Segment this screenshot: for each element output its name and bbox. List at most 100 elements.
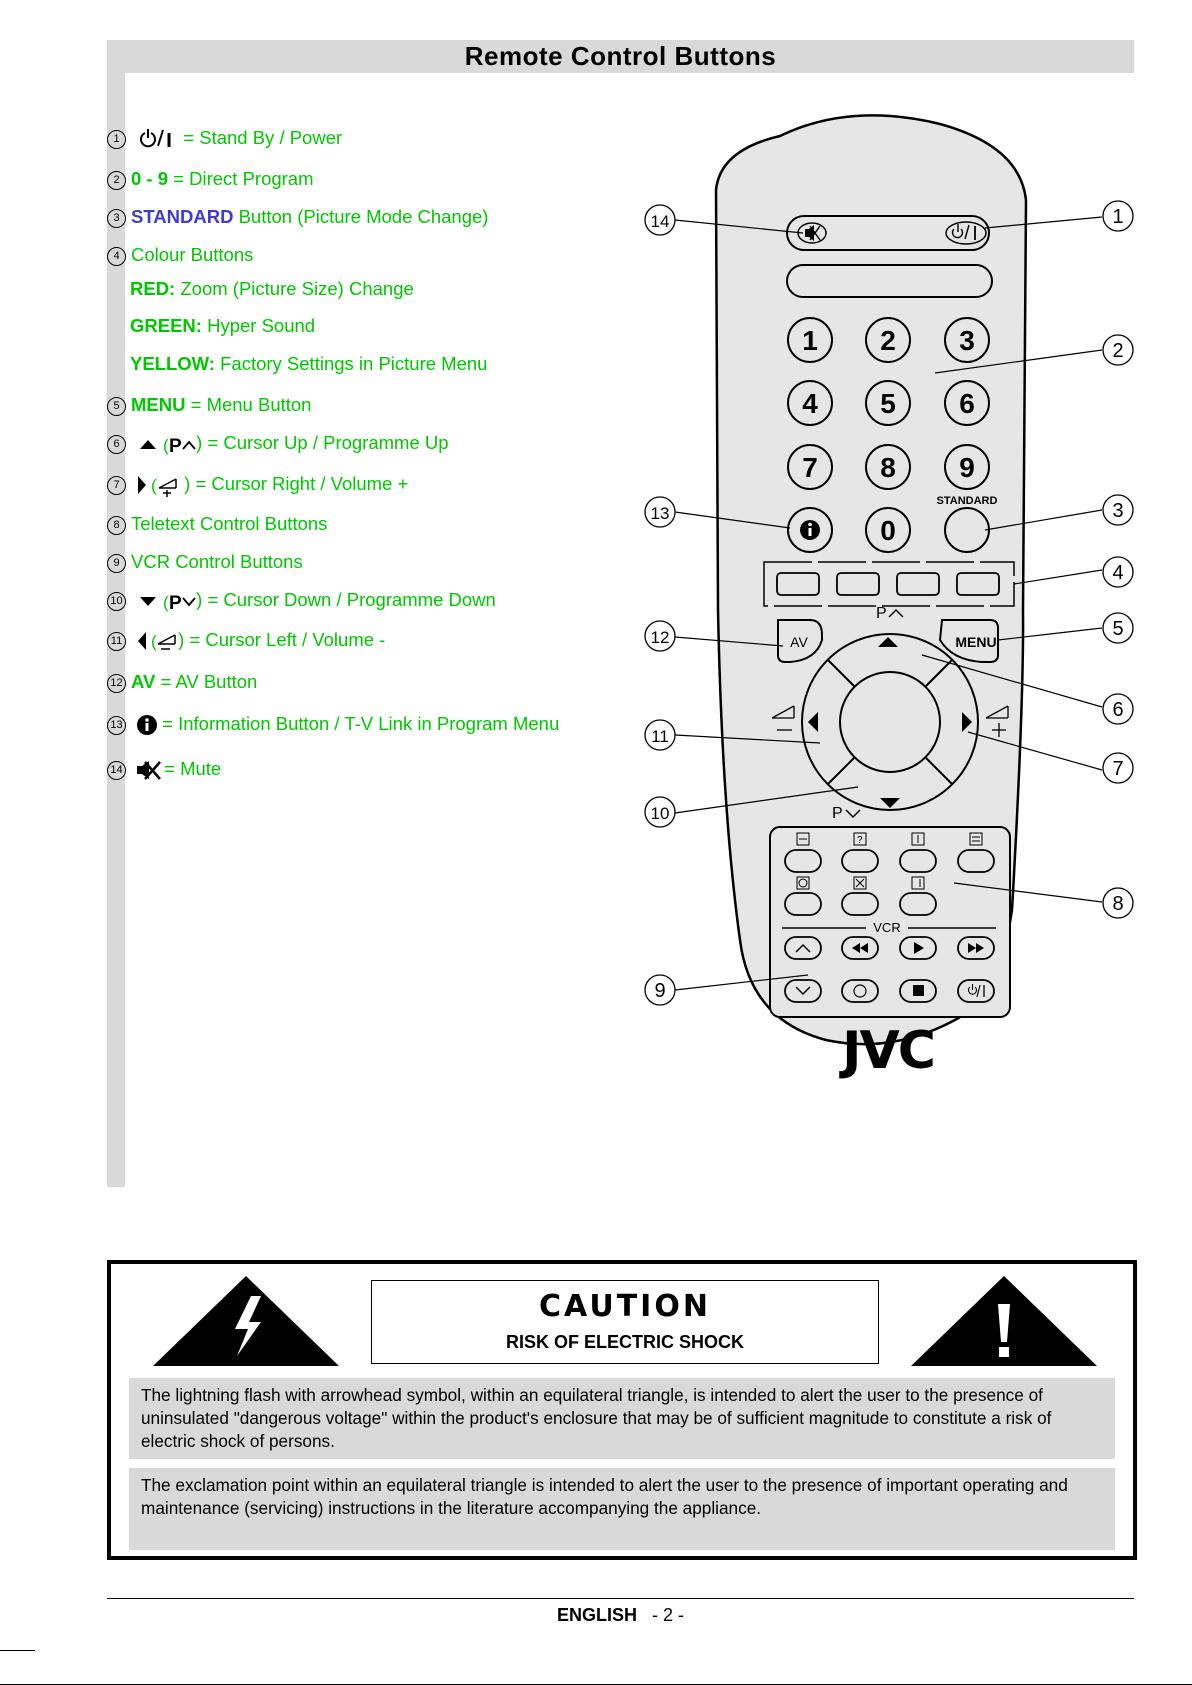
svg-text:(: ( [151,476,157,495]
teletext-buttons [784,849,995,916]
vcr-label: VCR [873,920,900,935]
digit-label: 4 [802,388,818,419]
callout-circle [1102,494,1134,526]
display-window [786,264,993,298]
av-button [777,619,823,663]
top-panel [786,215,990,251]
callout-circle [644,974,676,1006]
green-button [836,572,880,596]
colour-text: Hyper Sound [201,315,316,336]
callouts: 14 1 2 3 4 5 6 7 8 9 10 11 12 13 [644,200,1134,1006]
menu-button [938,619,999,663]
remote-illustration: 1 2 3 4 5 6 7 8 9 0 STANDARD AV MENU P [644,114,1134,1081]
list-item: 1 = Stand By / Power [107,126,342,150]
caution-paragraph-2: The exclamation point within an equilate… [129,1468,1115,1550]
digit-label: 5 [880,388,896,419]
digit-buttons: 1 2 3 4 5 6 7 8 9 0 [787,317,990,553]
item-text: = Stand By / Power [183,127,343,148]
item-text: ) = Cursor Down / Programme Down [196,589,496,610]
mute-icon [805,225,821,241]
up-arrow-icon [878,637,898,647]
callout-circle [644,204,676,236]
down-arrow-icon: ( P [140,593,196,612]
power-icon [140,129,171,148]
digit-button [865,507,911,553]
standard-label: STANDARD [937,495,998,507]
item-text: Teletext Control Buttons [131,513,328,534]
yellow-button [896,572,940,596]
colour-key: RED: [130,278,176,299]
item-number: 4 [107,246,126,266]
item-text: ) = Cursor Up / Programme Up [196,432,449,453]
digit-label: 8 [880,452,896,483]
item-text: ) = Cursor Left / Volume - [178,629,386,650]
right-arrow-icon [962,712,972,732]
footer-rule [107,1598,1134,1599]
item-number: 11 [107,631,126,651]
exclamation-warning-icon [911,1276,1097,1366]
p-down-label: P [832,805,843,822]
list-item: 6 ( P ) = Cursor Up / Programme Up [107,431,449,455]
digit-button [865,317,911,363]
callout-circle [1102,200,1134,232]
colour-text: Factory Settings in Picture Menu [214,353,488,374]
page-title: Remote Control Buttons [107,40,1134,73]
left-arrow-icon: ( [138,632,176,651]
callout-number: 9 [654,980,665,1002]
vcr-icons [795,942,985,998]
item-text: VCR Control Buttons [131,551,303,572]
callout-circle [1102,693,1134,725]
svg-text:?: ? [857,835,863,846]
callout-circle [644,620,676,652]
callout-number: 12 [651,628,670,647]
caution-paragraph-1: The lightning flash with arrowhead symbo… [129,1378,1115,1459]
caution-header: CAUTION RISK OF ELECTRIC SHOCK [371,1280,879,1364]
item-number: 10 [107,591,126,611]
digit-button [944,317,990,363]
info-icon [800,520,820,540]
leader-lines [674,216,1103,991]
callout-number: 7 [1112,758,1123,780]
teletext-icons: ? [796,832,983,890]
item-number: 12 [107,673,126,693]
item-number: 9 [107,553,126,573]
item-text: = Menu Button [185,394,312,415]
item-number: 5 [107,396,126,416]
down-arrow-icon [880,798,900,808]
colour-text: Zoom (Picture Size) Change [175,278,414,299]
info-icon [137,715,158,736]
list-item: 7 ( ) = Cursor Right / Volume + [107,472,408,498]
right-arrow-icon: ( [138,476,177,498]
page-number: - 2 - [652,1605,685,1625]
caution-subtitle: RISK OF ELECTRIC SHOCK [505,1332,744,1352]
brand-logo: JVC [839,1021,934,1081]
list-item: 13 = Information Button / T-V Link in Pr… [107,712,559,736]
digit-label: 0 [880,515,896,546]
callout-number: 6 [1112,699,1123,721]
svg-text:(: ( [163,593,169,612]
teletext-panel [769,826,1011,1018]
digit-button [944,444,990,490]
item-text: = Information Button / T-V Link in Progr… [162,713,560,734]
dpad [801,633,979,811]
item-text: = AV Button [155,671,258,692]
standard-button [944,507,990,553]
item-key: STANDARD [131,206,234,227]
callout-number: 3 [1112,500,1123,522]
left-arrow-icon [808,712,818,732]
callout-number: 13 [651,504,670,523]
colour-item: YELLOW: Factory Settings in Picture Menu [130,353,487,375]
item-number: 8 [107,515,126,535]
blue-button [956,572,1000,596]
item-number: 13 [107,715,126,735]
digit-button [787,317,833,363]
svg-text:P: P [169,593,182,612]
item-text: Button (Picture Mode Change) [233,206,489,227]
lightning-warning-icon [153,1276,339,1366]
colour-key: YELLOW: [130,353,215,374]
